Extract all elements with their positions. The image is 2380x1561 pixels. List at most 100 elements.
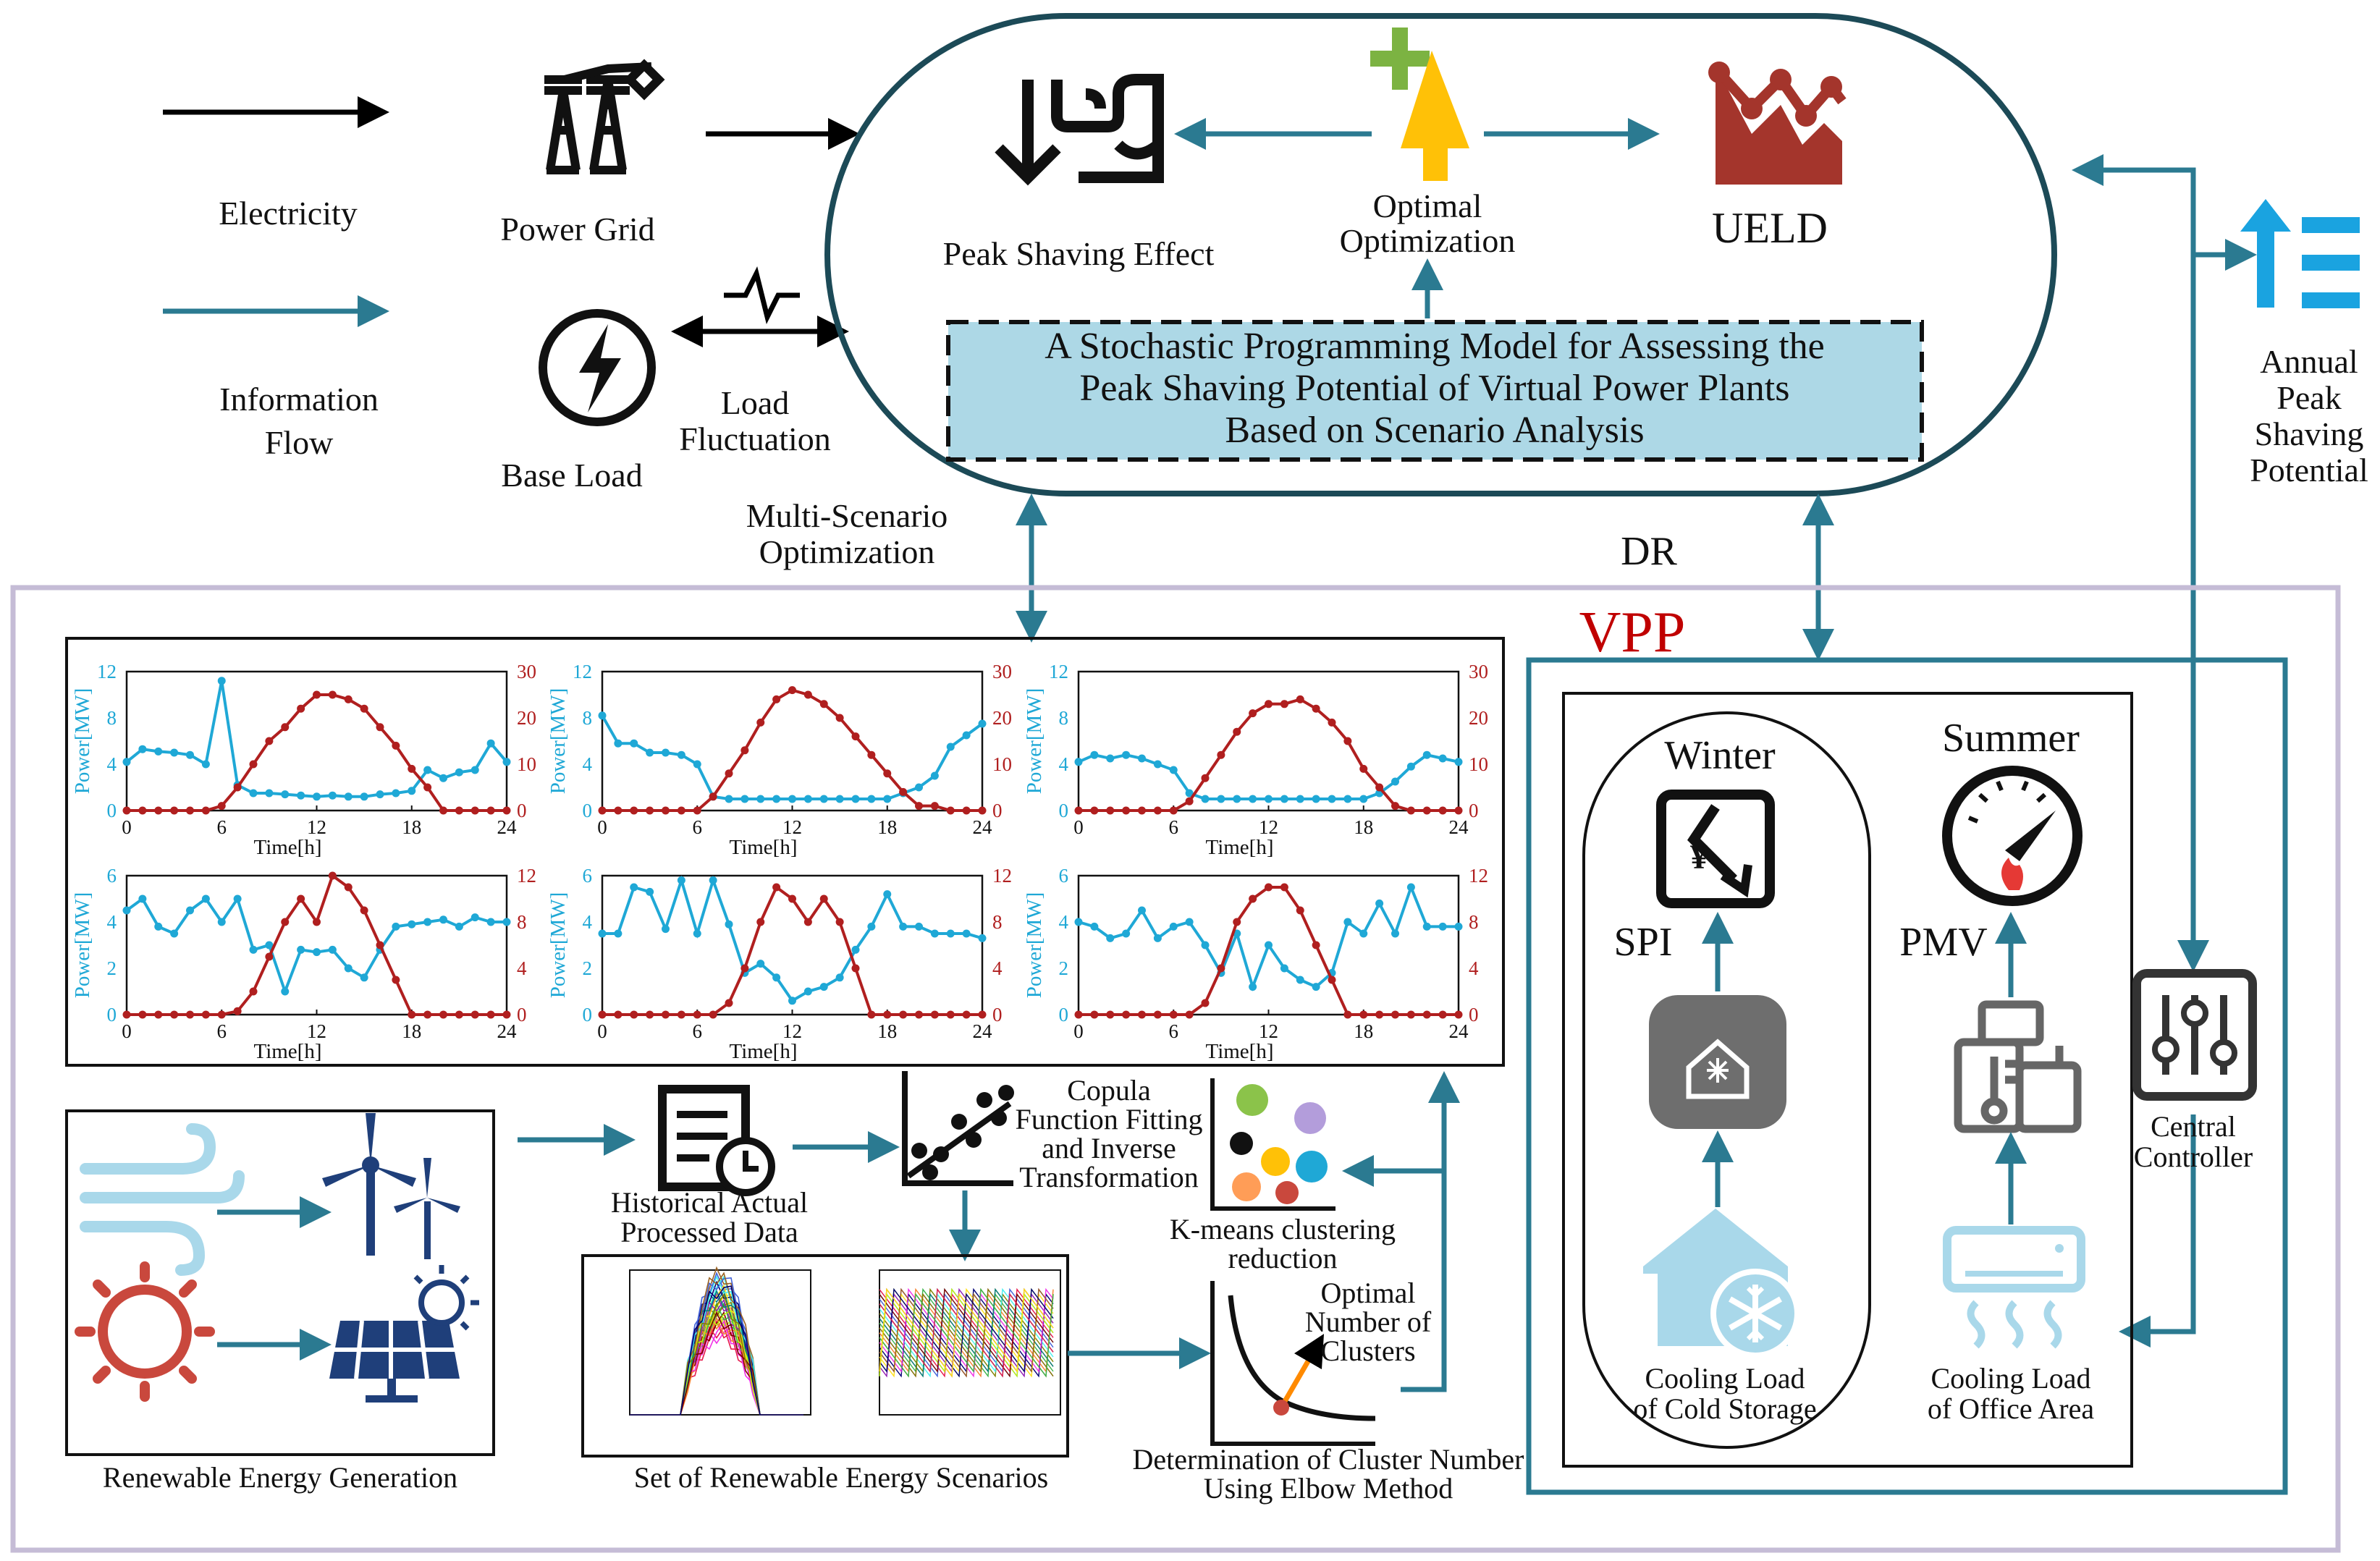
optimal-optimization-label-2: Optimization (1340, 222, 1516, 259)
data-point (740, 964, 749, 973)
data-point (899, 1010, 908, 1019)
data-point (1375, 1010, 1384, 1019)
data-point (1249, 894, 1257, 903)
data-point (1122, 806, 1131, 815)
data-point (1296, 795, 1304, 803)
data-point (281, 918, 290, 926)
data-point (1153, 1010, 1162, 1019)
data-point (376, 941, 384, 949)
data-point (1359, 929, 1368, 938)
cold-storage-label-1: Cooling Load (1645, 1362, 1805, 1395)
data-point (1375, 783, 1384, 792)
data-point (502, 806, 511, 815)
x-tick-label: 24 (1449, 1020, 1469, 1042)
data-point (408, 764, 416, 773)
data-point (819, 700, 828, 708)
data-point (1454, 806, 1463, 815)
data-point (1438, 754, 1447, 763)
annual-label-1: Annual (2260, 343, 2358, 380)
elbow-plot (1210, 1281, 1376, 1446)
data-point (1296, 906, 1304, 915)
data-point (1249, 709, 1257, 718)
y-left-tick-label: 0 (107, 800, 117, 821)
mini-series (630, 1320, 803, 1416)
y-left-tick-label: 0 (107, 1004, 117, 1025)
data-point (1312, 983, 1320, 991)
x-tick-label: 18 (877, 1020, 897, 1042)
data-point (788, 686, 796, 695)
data-point (835, 918, 844, 926)
data-point (1265, 700, 1273, 708)
data-point (835, 973, 844, 982)
x-tick-label: 18 (1354, 816, 1373, 838)
data-point (138, 745, 147, 753)
data-point (233, 783, 242, 792)
y-left-tick-label: 2 (583, 957, 593, 979)
spi-icon: ¥ (1656, 790, 1775, 908)
data-point (360, 704, 368, 713)
x-tick-label: 0 (597, 816, 607, 838)
data-point (201, 894, 210, 903)
series-line (1078, 753, 1459, 800)
data-point (439, 915, 447, 924)
data-point (772, 973, 781, 982)
data-point (344, 792, 353, 801)
data-point (962, 731, 971, 740)
x-axis-label: Time[h] (254, 836, 322, 859)
central-controller-label-2: Controller (2134, 1141, 2253, 1173)
data-point (803, 690, 812, 699)
vpp-box (1526, 657, 2288, 1495)
data-point (630, 883, 638, 892)
data-point (1233, 918, 1241, 926)
data-point (297, 791, 305, 800)
data-point (740, 746, 749, 755)
data-point (772, 795, 781, 803)
scenario-charts-panel (65, 637, 1505, 1067)
data-point (1090, 1010, 1099, 1019)
y-left-tick-label: 0 (583, 800, 593, 821)
y-right-tick-label: 0 (1469, 800, 1479, 821)
data-point (630, 806, 638, 815)
y-right-tick-label: 0 (992, 1004, 1003, 1025)
historical-label-2: Processed Data (620, 1216, 798, 1248)
data-point (1106, 934, 1115, 942)
x-tick-label: 18 (877, 816, 897, 838)
data-point (1391, 802, 1399, 811)
x-tick-label: 12 (1259, 816, 1278, 838)
data-point (1074, 1010, 1083, 1019)
y-left-tick-label: 0 (583, 1004, 593, 1025)
data-point (1280, 964, 1288, 973)
x-tick-label: 6 (1169, 1020, 1179, 1042)
svg-text:¥: ¥ (1690, 838, 1708, 876)
data-point (170, 748, 179, 757)
data-point (1312, 704, 1320, 713)
data-point (486, 739, 495, 748)
data-point (502, 1010, 511, 1019)
data-point (915, 802, 923, 811)
x-tick-label: 0 (597, 1020, 607, 1042)
data-point (962, 806, 971, 815)
data-point (138, 894, 147, 903)
model-title-line-1: A Stochastic Programming Model for Asses… (1045, 326, 1824, 367)
data-point (646, 1010, 654, 1019)
data-point (328, 690, 337, 699)
model-title-line-2: Peak Shaving Potential of Virtual Power … (1080, 368, 1790, 409)
data-point (598, 711, 607, 720)
data-point (486, 806, 495, 815)
mini-series (630, 1310, 803, 1416)
controller-arrows (2072, 154, 2257, 1348)
data-point (788, 997, 796, 1005)
data-point (883, 1010, 892, 1019)
data-point (819, 894, 828, 903)
y-left-tick-label: 4 (107, 753, 117, 775)
data-point (470, 766, 479, 774)
x-tick-label: 24 (497, 1020, 518, 1042)
air-conditioner-icon (1943, 1226, 2085, 1349)
y-right-tick-label: 4 (1469, 957, 1479, 979)
data-point (138, 806, 147, 815)
data-point (930, 929, 939, 938)
mini-series (879, 1287, 1054, 1378)
data-point (344, 964, 353, 973)
data-point (772, 695, 781, 703)
